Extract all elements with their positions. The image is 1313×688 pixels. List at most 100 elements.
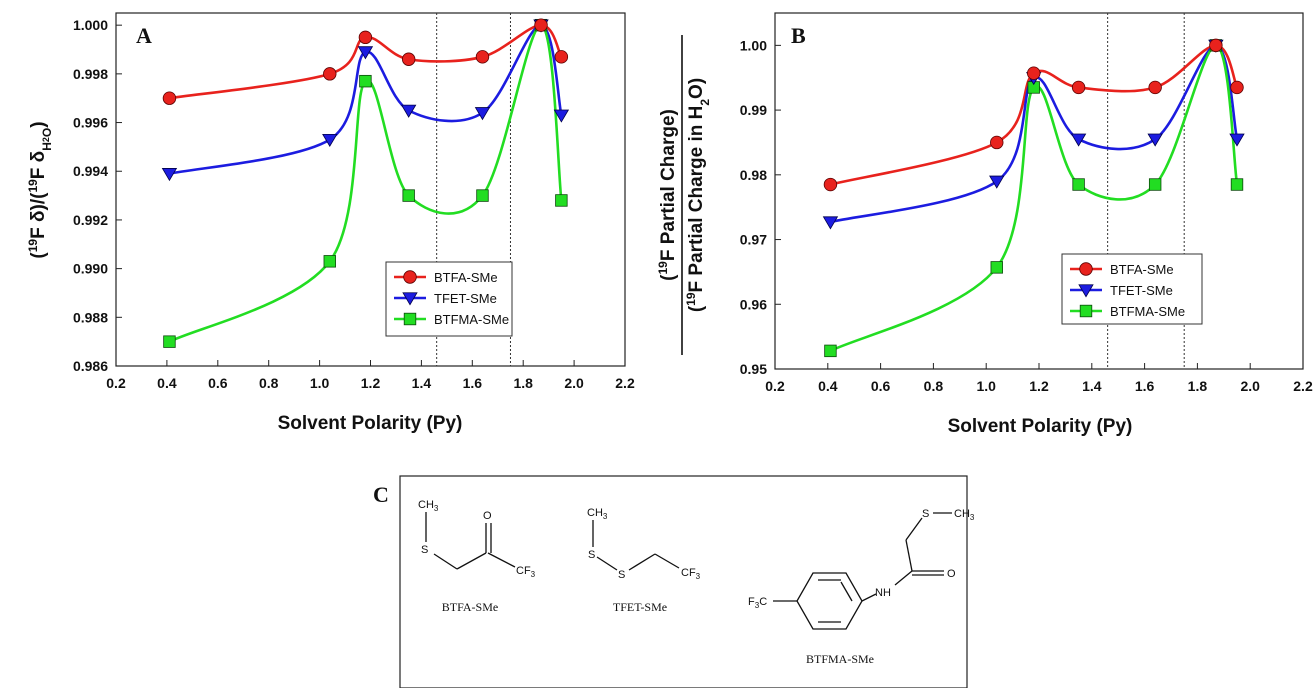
reference-lines-a xyxy=(436,13,511,366)
data-point-tfet-sme xyxy=(553,109,570,123)
x-tick-label: 1.8 xyxy=(513,375,533,391)
y-tick-label: 0.96 xyxy=(740,296,767,312)
x-tick-label: 1.4 xyxy=(412,375,432,391)
data-point-tfet-sme xyxy=(400,104,417,118)
data-point-tfet-sme xyxy=(1070,133,1087,147)
data-point-btfa-sme xyxy=(554,50,569,64)
legend-swatch-marker xyxy=(1078,284,1094,298)
legend-swatch-marker xyxy=(1079,262,1093,276)
x-tick-label: 1.2 xyxy=(361,375,381,391)
atom-label: CH3 xyxy=(954,508,975,522)
x-tick-label: 1.4 xyxy=(1082,378,1102,394)
structure-btfa-sme xyxy=(425,512,516,570)
data-point-btfa-sme xyxy=(1230,80,1244,95)
x-tick-label: 1.6 xyxy=(463,375,483,391)
x-tick-label: 1.0 xyxy=(310,375,330,391)
x-tick-label: 2.0 xyxy=(1240,378,1260,394)
structure-name-btfa: BTFA-SMe xyxy=(442,600,498,614)
legend-entry-label: TFET-SMe xyxy=(434,291,497,306)
y-tick-label: 0.996 xyxy=(73,115,108,131)
legend-entry-label: BTFA-SMe xyxy=(1110,262,1174,277)
x-tick-label: 2.2 xyxy=(1293,378,1313,394)
panel-letter-c: C xyxy=(373,482,389,507)
atom-label: S xyxy=(618,569,625,581)
x-axis-label-b: Solvent Polarity (Py) xyxy=(948,416,1133,437)
atom-label: S xyxy=(588,549,595,561)
data-point-btfa-sme xyxy=(162,91,177,105)
data-point-btfa-sme xyxy=(323,67,337,81)
x-tick-label: 0.4 xyxy=(157,375,177,391)
atom-label: CF3 xyxy=(516,565,536,579)
data-point-btfa-sme xyxy=(823,177,838,192)
legend-entry-label: BTFMA-SMe xyxy=(434,312,509,327)
x-tick-label: 1.2 xyxy=(1029,378,1049,394)
x-tick-label: 1.8 xyxy=(1188,378,1208,394)
y-tick-label: 0.95 xyxy=(740,361,767,377)
y-tick-label: 0.97 xyxy=(740,232,767,248)
data-point-btfma-sme xyxy=(1230,178,1244,191)
data-point-btfma-sme xyxy=(555,194,568,207)
data-point-btfma-sme xyxy=(1072,178,1085,191)
data-point-btfa-sme xyxy=(1071,80,1086,95)
x-tick-label: 2.0 xyxy=(564,375,584,391)
data-point-tfet-sme xyxy=(474,107,491,121)
atom-label: NH xyxy=(875,587,891,599)
structure-name-btfma: BTFMA-SMe xyxy=(806,652,874,666)
x-tick-label: 0.6 xyxy=(208,375,228,391)
atom-label: O xyxy=(947,568,956,580)
legend-swatch-marker xyxy=(402,292,418,306)
x-tick-label: 0.4 xyxy=(818,378,838,394)
legend-entry-label: TFET-SMe xyxy=(1110,283,1173,298)
panel-letter-b: B xyxy=(791,23,806,48)
data-point-btfma-sme xyxy=(323,255,336,268)
data-point-btfa-sme xyxy=(358,30,373,45)
atom-label: CH3 xyxy=(587,507,608,521)
legend-swatch-marker xyxy=(1079,304,1093,318)
data-point-tfet-sme xyxy=(989,175,1005,189)
y-tick-label: 0.99 xyxy=(740,102,767,118)
plot-frame-a xyxy=(115,12,626,367)
legend-entry-label: BTFMA-SMe xyxy=(1110,304,1185,319)
y-tick-label: 1.000 xyxy=(73,17,108,33)
data-point-btfma-sme xyxy=(1148,178,1162,191)
y-tick-label: 1.00 xyxy=(740,37,767,53)
data-point-btfma-sme xyxy=(163,335,176,348)
structure-btfma-sme xyxy=(773,512,952,630)
x-tick-label: 1.0 xyxy=(976,378,996,394)
data-point-btfa-sme xyxy=(1148,80,1162,95)
svg-text:(19F Partial Charge in H2O): (19F Partial Charge in H2O) xyxy=(684,78,712,312)
atom-label: CF3 xyxy=(681,567,701,581)
y-ticks-b: 0.95 0.96 0.97 0.98 0.99 1.00 xyxy=(740,37,781,377)
data-point-btfa-sme xyxy=(990,135,1004,150)
svg-text:(19F Partial Charge): (19F Partial Charge) xyxy=(656,109,679,281)
data-point-btfma-sme xyxy=(824,344,837,358)
structures-frame xyxy=(399,475,968,688)
y-tick-label: 0.986 xyxy=(73,358,108,374)
panel-letter-a: A xyxy=(136,23,152,48)
data-point-tfet-sme xyxy=(357,46,374,60)
data-point-btfa-sme xyxy=(534,18,548,32)
x-tick-label: 2.2 xyxy=(615,375,635,391)
x-tick-label: 0.2 xyxy=(765,378,785,394)
atom-label: O xyxy=(483,510,492,522)
y-tick-label: 0.992 xyxy=(73,212,108,228)
x-tick-label: 0.6 xyxy=(871,378,891,394)
x-tick-label: 0.8 xyxy=(259,375,279,391)
data-point-tfet-sme xyxy=(161,168,178,182)
data-point-btfa-sme xyxy=(1209,38,1223,53)
data-point-btfma-sme xyxy=(359,74,372,88)
atom-label: S xyxy=(922,508,929,520)
legend-swatch-marker xyxy=(403,270,417,284)
series-markers-a xyxy=(161,18,570,348)
y-tick-label: 0.98 xyxy=(740,167,767,183)
data-point-tfet-sme xyxy=(822,216,839,230)
x-tick-label: 0.8 xyxy=(924,378,944,394)
data-point-btfma-sme xyxy=(402,189,415,202)
series-markers-b xyxy=(822,38,1245,358)
